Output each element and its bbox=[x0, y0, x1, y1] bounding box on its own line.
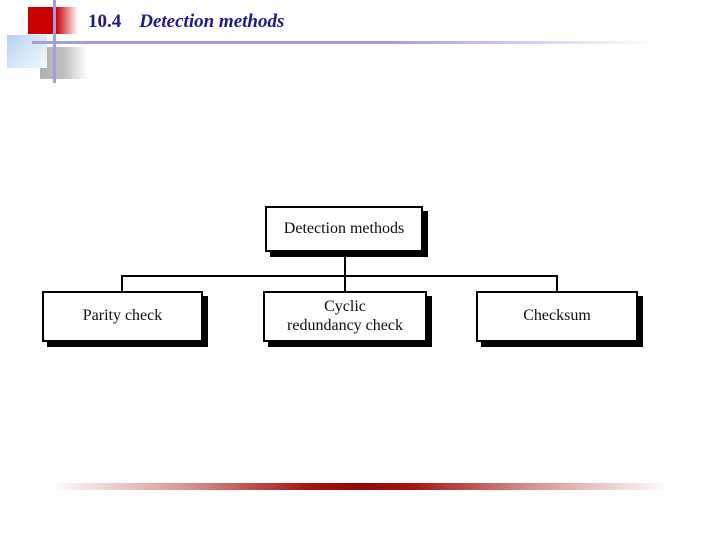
node-label: Detection methods bbox=[283, 219, 405, 237]
node-label-line2: redundancy check bbox=[287, 316, 403, 334]
decor-gray-square bbox=[40, 47, 90, 79]
decor-horizontal-rule bbox=[32, 41, 682, 44]
diagram-node-detection-methods: Detection methods bbox=[265, 206, 423, 252]
slide-title: Detection methods bbox=[139, 11, 285, 32]
node-label-line1: Cyclic bbox=[324, 298, 366, 316]
diagram-node-checksum: Checksum bbox=[476, 291, 638, 342]
decor-blue-square bbox=[7, 35, 47, 68]
bottom-accent-bar bbox=[50, 483, 670, 490]
node-label: Checksum bbox=[523, 307, 591, 325]
node-label: Parity check bbox=[82, 307, 163, 325]
connector-drop-crc bbox=[344, 275, 346, 292]
connector-drop-parity bbox=[121, 275, 123, 292]
diagram-node-parity-check: Parity check bbox=[42, 291, 203, 342]
connector-drop-checksum bbox=[556, 275, 558, 292]
connector-root-stem bbox=[344, 252, 346, 276]
diagram-node-cyclic-redundancy-check: Cyclic redundancy check bbox=[263, 291, 427, 342]
connector-horizontal-rail bbox=[121, 275, 558, 277]
section-number: 10.4 bbox=[88, 11, 122, 32]
slide-header: 10.4 Detection methods bbox=[88, 11, 284, 33]
